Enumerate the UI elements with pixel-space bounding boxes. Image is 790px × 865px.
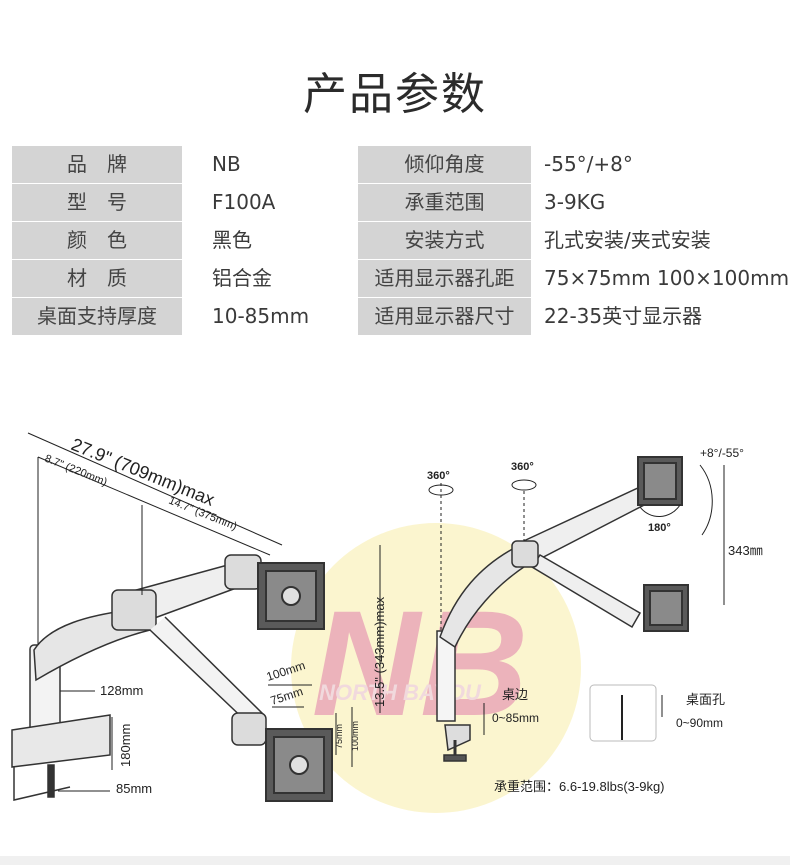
rotation-label-2: 360° [511,461,534,473]
vesa-center [289,755,309,775]
rotation-label-3: 180° [648,522,671,534]
spec-row: 桌面支持厚度 10-85mm 适用显示器尺寸 22-35英寸显示器 [12,298,784,336]
hole-box [589,684,657,742]
spec-value-model: F100A [212,190,276,214]
load-label: 承重范围：6.6-19.8lbs(3-9kg) [494,779,665,794]
spec-row: 颜 色 黑色 安装方式 孔式安装/夹式安装 [12,222,784,260]
spec-label-model: 型 号 [12,184,182,221]
height-label: 13.5" (343mm)max [372,596,387,707]
clamp-knob [443,754,467,762]
rotation-label-1: 360° [427,470,450,482]
spec-label-brand: 品 牌 [12,146,182,183]
footer-band [0,856,790,865]
spec-label-load: 承重范围 [358,184,531,221]
right-dimension-labels: 360° 360° +8°/-55° 180° 343㎜ 桌边 0~85mm 桌… [427,446,763,794]
vesa-plate-inner [649,590,683,626]
clamp-frame [13,767,71,801]
vesa-plate-upper [257,562,325,630]
spec-value-color: 黑色 [212,228,252,252]
left-dimension-lines [27,432,381,792]
spec-table: 品 牌 NB 倾仰角度 -55°/+8° 型 号 F100A 承重范围 3-9K… [12,146,789,336]
spec-row: 型 号 F100A 承重范围 3-9KG [12,184,784,222]
watermark-circle [291,523,581,813]
right-arm-drawing [436,486,650,762]
spec-label-color: 颜 色 [12,222,182,259]
vesa-center [281,586,301,606]
hole-range-label: 0~90mm [676,716,723,730]
hole-label: 桌面孔 [686,692,725,707]
page-title: 产品参数 [303,69,487,120]
vesa-plate-inner [643,462,677,500]
spec-value-tilt: -55°/+8° [544,152,633,176]
watermark-text: NORTH BAYOU [319,680,482,705]
rotation-arc-1 [428,484,454,496]
height-label: 343㎜ [728,543,763,558]
spec-value-screen-size: 22-35英寸显示器 [544,304,703,328]
arm2-line [37,456,271,556]
spec-value-vesa: 75×75mm 100×100mm [544,266,790,290]
left-arm-drawing [11,554,267,801]
rotation-arc-2 [511,479,537,491]
arm-joint [511,540,539,568]
base-height-label: 180mm [118,724,133,767]
spec-value-load: 3-9KG [544,190,606,214]
head-joint-lower [231,712,267,746]
vesa75v-label: 75mm [334,724,344,749]
spec-row: 品 牌 NB 倾仰角度 -55°/+8° [12,146,784,184]
head-joint-upper [224,554,262,590]
clamp-base [11,714,111,768]
spec-value-material: 铝合金 [212,266,272,290]
arm-lowered [149,616,264,727]
tilt-arc [699,464,713,536]
clamp-width-label: 85mm [116,781,152,796]
watermark-logo: NB [312,579,529,747]
vesa100v-label: 100mm [350,721,360,751]
vesa-plate-lower [265,728,333,802]
rotate-arc [639,504,681,517]
spec-value-mount: 孔式安装/夹式安装 [544,228,711,252]
spec-label-mount: 安装方式 [358,222,531,259]
spec-label-desk-thickness: 桌面支持厚度 [12,298,182,335]
spec-value-desk-thickness: 10-85mm [212,304,310,328]
spec-label-tilt: 倾仰角度 [358,146,531,183]
reach-line [27,432,283,546]
tilt-label: +8°/-55° [700,446,744,460]
clamp-label: 桌边 [502,687,528,702]
spec-label-screen-size: 适用显示器尺寸 [358,298,531,335]
spec-label-material: 材 质 [12,260,182,297]
spec-value-brand: NB [212,152,241,176]
brand-watermark: NB NORTH BAYOU [291,523,581,813]
pole-height-label: 128mm [100,683,143,698]
clamp [444,724,471,752]
right-dimension-lines [428,464,725,742]
arm-joint [111,589,157,631]
clamp-screw [47,764,55,798]
spec-row: 材 质 铝合金 适用显示器孔距 75×75mm 100×100mm [12,260,789,298]
right-vesa-plates [637,456,689,632]
spec-label-vesa: 适用显示器孔距 [358,260,531,297]
clamp-range-label: 0~85mm [492,711,539,725]
dimension-diagram: NB NORTH BAYOU [11,432,763,813]
